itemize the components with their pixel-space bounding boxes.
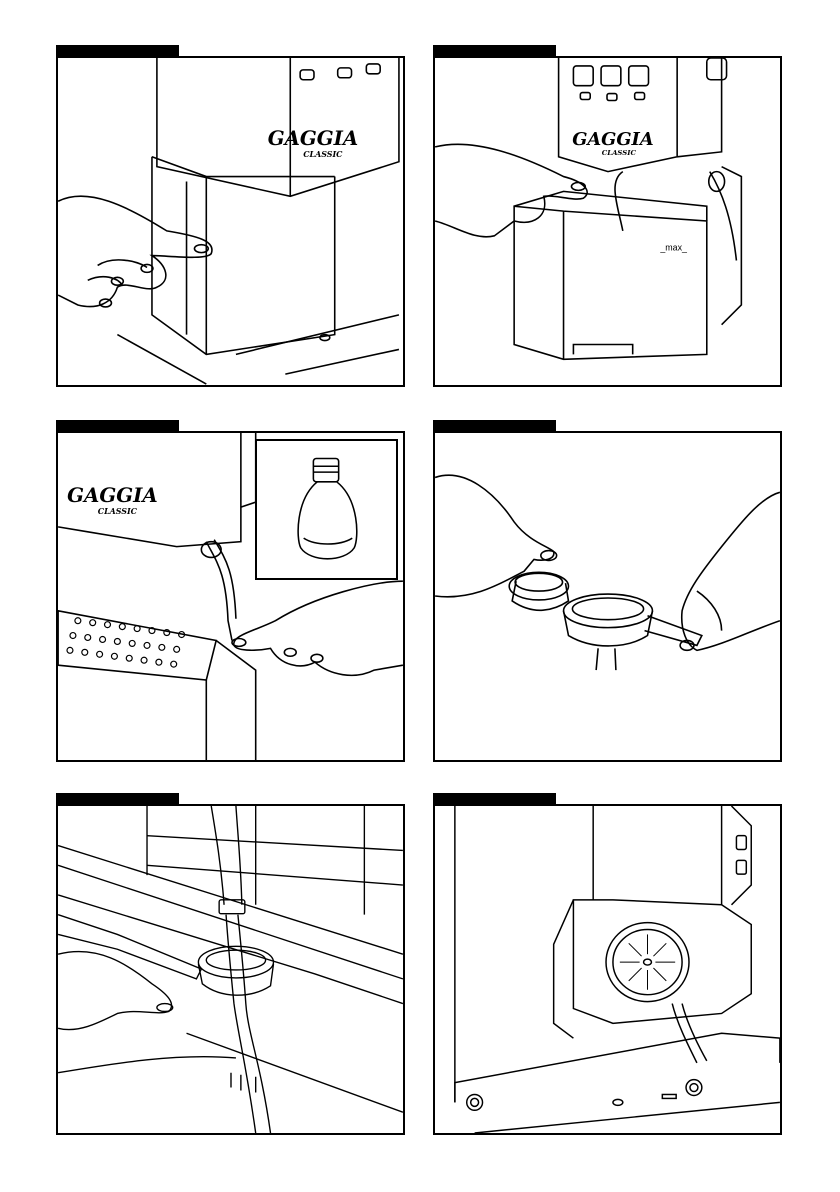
logo-main: GAGGIA [268, 126, 359, 150]
logo-main-2: GAGGIA [572, 129, 653, 150]
illustration-panel-5 [56, 804, 405, 1135]
logo-sub-3: CLASSIC [98, 507, 138, 516]
logo-sub: CLASSIC [303, 150, 343, 159]
illustration-panel-2: _max_ GAGGIA CLASSIC [433, 56, 782, 387]
hand-lift-water-tank-lid-icon: GAGGIA CLASSIC [58, 58, 403, 385]
illustration-panel-3: GAGGIA CLASSIC [56, 431, 405, 762]
brew-group-shower-screen-icon [435, 806, 780, 1133]
portafilter-filter-basket-icon [435, 433, 780, 760]
logo-sub-2: CLASSIC [602, 149, 637, 157]
logo-main-3: GAGGIA [67, 483, 158, 507]
illustration-panel-4 [433, 431, 782, 762]
hand-remove-water-tank-icon: _max_ GAGGIA CLASSIC [435, 58, 780, 385]
steam-nozzle-tip-icon [257, 441, 396, 578]
illustration-panel-1: GAGGIA CLASSIC [56, 56, 405, 387]
rinse-portafilter-under-tap-icon [58, 806, 403, 1133]
tank-max-label: _max_ [659, 243, 688, 253]
illustration-panel-6 [433, 804, 782, 1135]
steam-nozzle-inset [255, 439, 398, 580]
